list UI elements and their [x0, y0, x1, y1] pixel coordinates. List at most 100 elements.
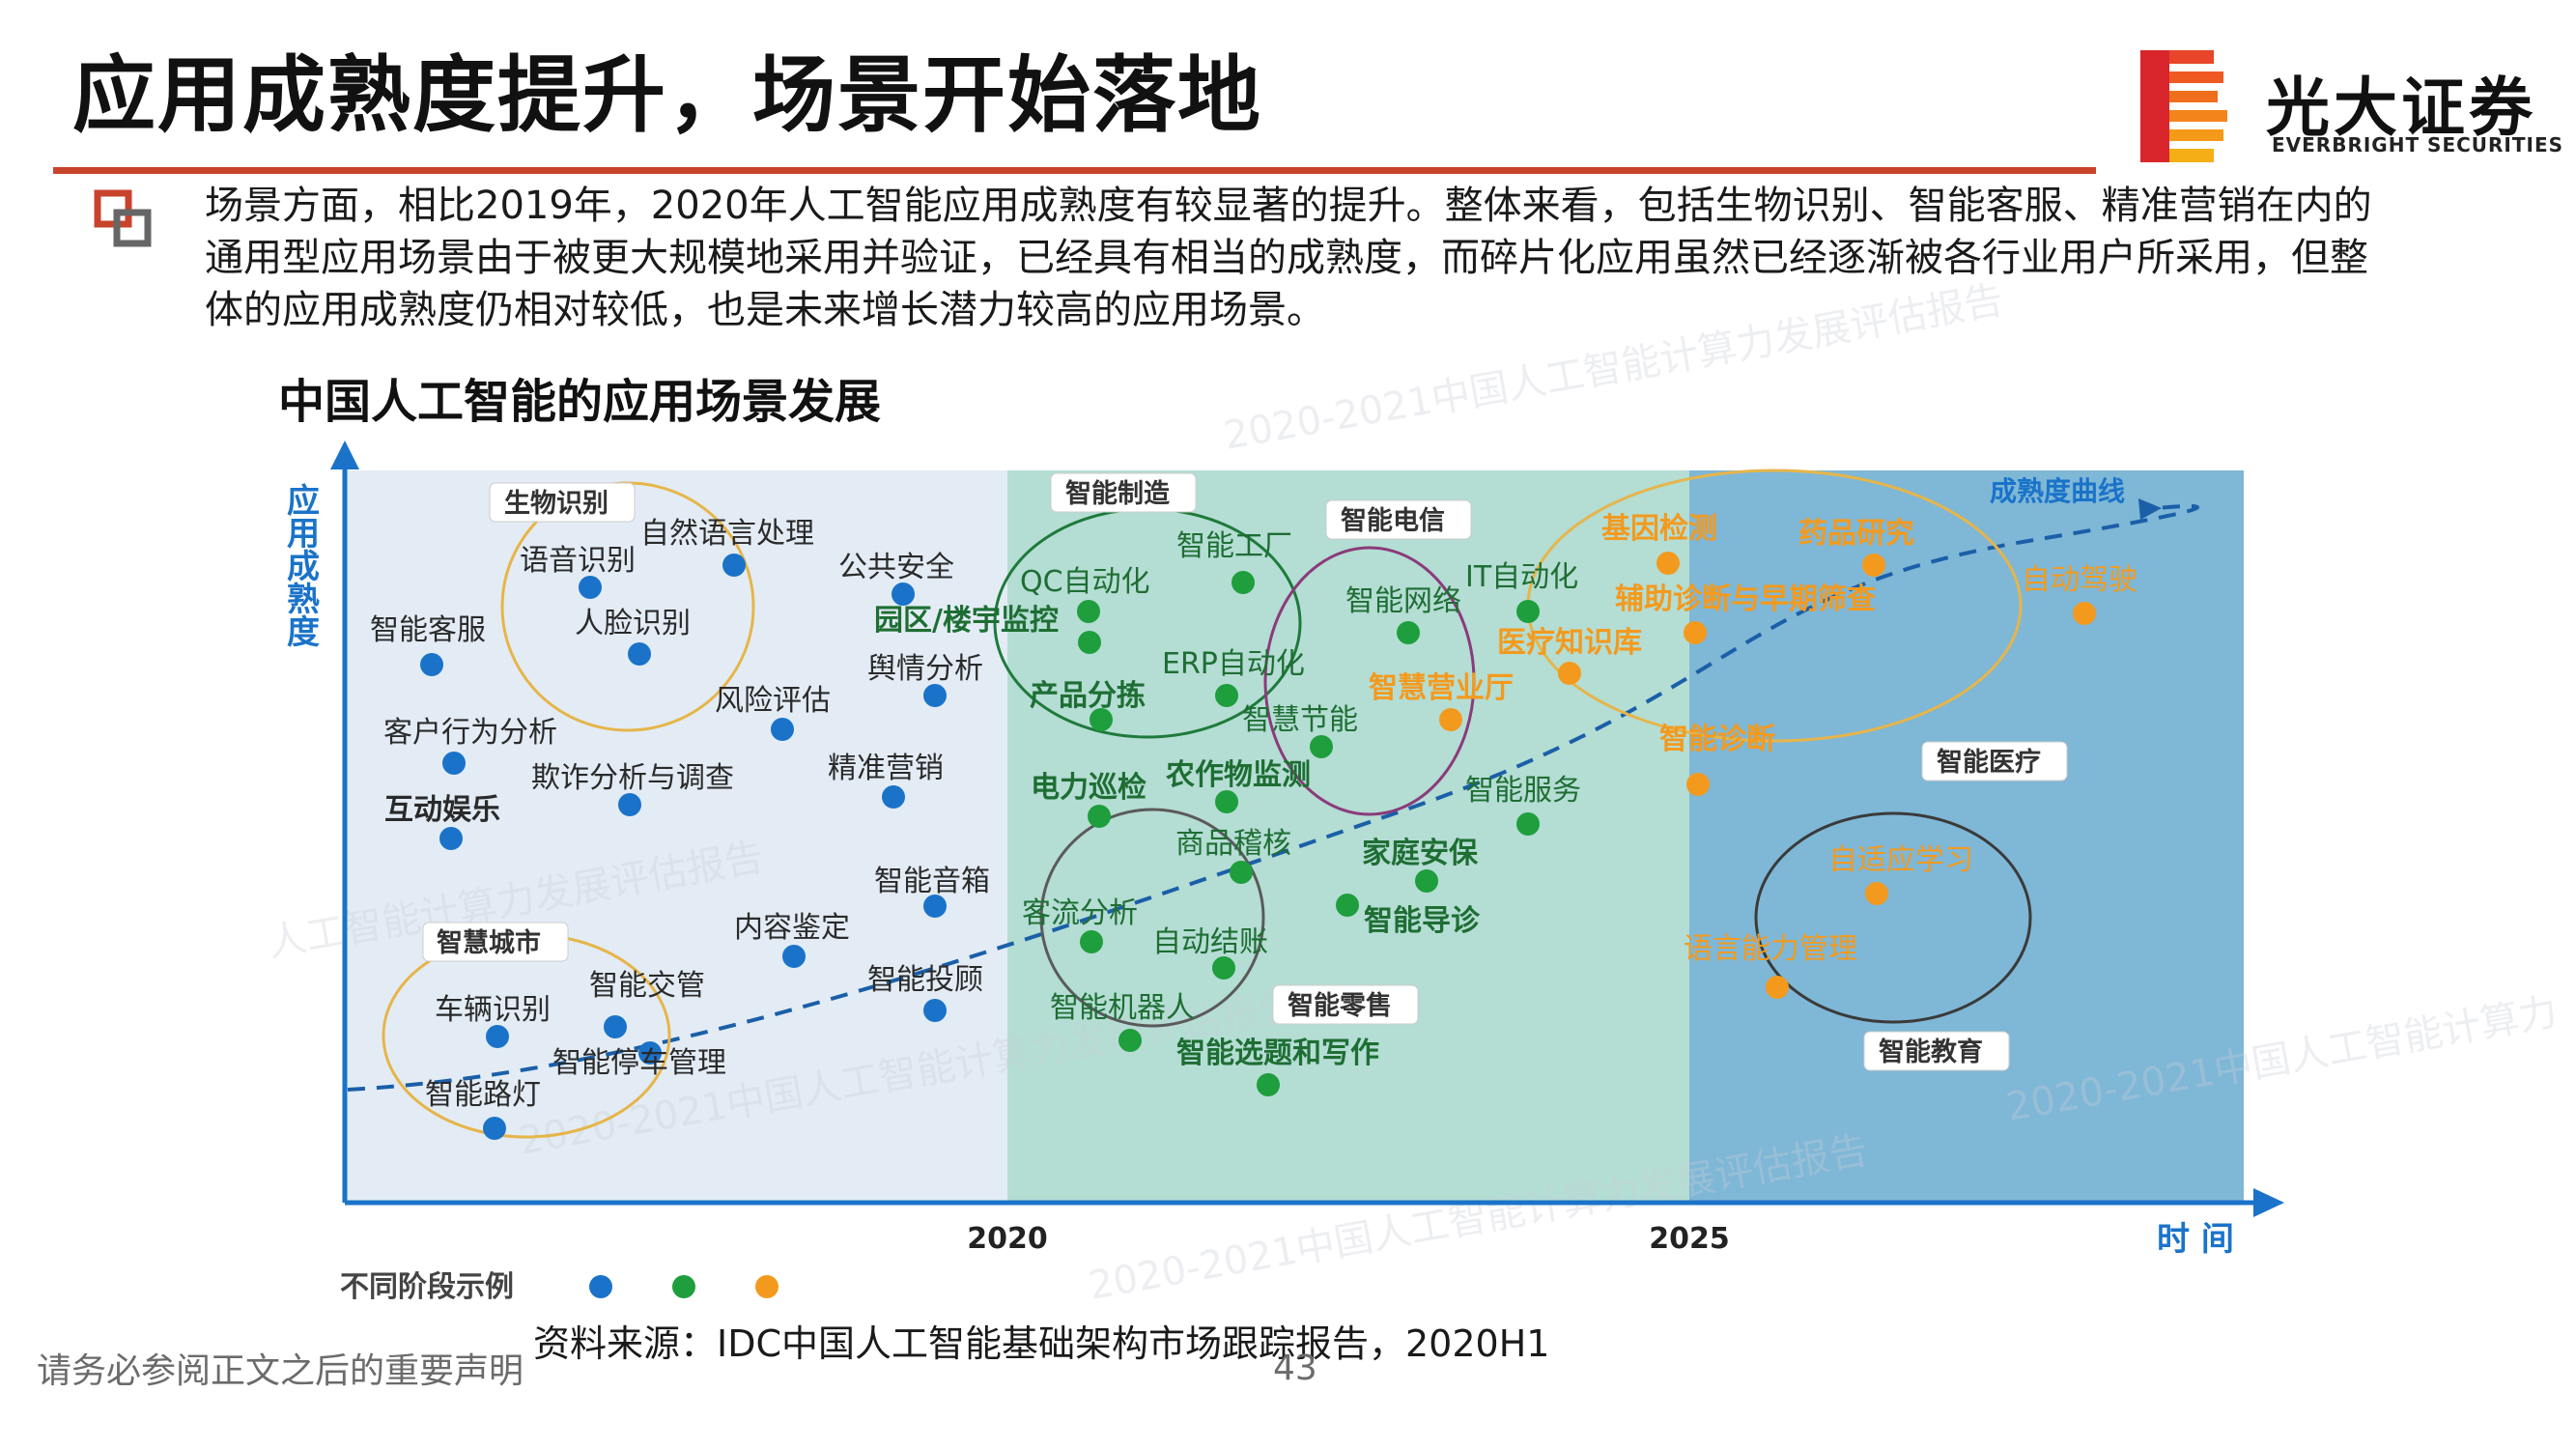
- scenario-label: 智能交管: [589, 969, 705, 1003]
- scenario-label: 智能导诊: [1364, 904, 1481, 938]
- scenario-dot: [604, 1015, 627, 1038]
- scenario-label: 智能投顾: [867, 963, 983, 997]
- zone-late-bg: [1689, 470, 2244, 1203]
- scenario-label: 智能诊断: [1659, 723, 1775, 756]
- scenario-labels: 智能客服语音识别自然语言处理人脸识别公共安全风险评估舆情分析客户行为分析欺诈分析…: [370, 512, 2137, 1112]
- group-tag-education: 智能教育: [1879, 1037, 1983, 1067]
- footer-disclaimer: 请务必参阅正文之后的重要声明: [37, 1351, 524, 1391]
- scenario-dot: [1516, 812, 1540, 836]
- group-tag-healthcare-box: [1921, 741, 2068, 781]
- group-tag-retail: 智能零售: [1288, 990, 1392, 1021]
- scenario-label: 农作物监测: [1165, 758, 1311, 792]
- scenario-label: 智能工厂: [1176, 529, 1292, 563]
- scenario-dot: [442, 752, 466, 775]
- group-tag-manufacturing: 智能制造: [1065, 478, 1170, 509]
- scenario-dot: [1686, 773, 1710, 796]
- scenario-label: 医疗知识库: [1497, 626, 1642, 660]
- scenario-label: 公共安全: [838, 551, 954, 584]
- scenario-dot: [1088, 805, 1111, 828]
- group-tag-smartcity-box: [422, 922, 569, 962]
- scenario-label: 智能客服: [370, 613, 486, 647]
- scenario-label: 精准营销: [828, 752, 944, 785]
- svg-text:成: 成: [287, 548, 320, 586]
- scenario-dot: [923, 684, 947, 707]
- scenario-label: 智慧营业厅: [1369, 671, 1514, 705]
- zone-early-bg: [346, 470, 1007, 1203]
- scenario-label: 人脸识别: [575, 607, 691, 640]
- scenario-dot: [2073, 602, 2096, 625]
- group-tag-biometric: 生物识别: [504, 489, 609, 519]
- curve-label: 成熟度曲线: [1990, 475, 2125, 507]
- group-ellipse-retail: [1039, 808, 1265, 1028]
- scenario-dot: [1230, 861, 1253, 884]
- scenario-dot: [1077, 600, 1100, 623]
- group-tag-retail-box: [1272, 984, 1419, 1025]
- curve-arrow: [2138, 498, 2162, 520]
- scenario-dot: [1310, 735, 1333, 758]
- legend-dot-stage3: [755, 1275, 778, 1298]
- source-note: 资料来源：IDC中国人工智能基础架构市场跟踪报告，2020H1: [533, 1322, 1550, 1365]
- scenario-label: 语音识别: [520, 544, 636, 578]
- x-tick-2025: 2025: [1649, 1222, 1730, 1256]
- scenario-label: 辅助诊断与早期筛查: [1615, 582, 1876, 616]
- scenario-dot: [486, 1025, 509, 1048]
- scenario-dot: [1215, 684, 1238, 707]
- svg-text:2020-2021中国人工智能计算力发展评估报告: 2020-2021中国人工智能计算力发展评估报告: [1086, 1127, 1872, 1308]
- scenario-label: 风险评估: [715, 684, 831, 718]
- group-ellipse-healthcare: [1526, 469, 2023, 743]
- scenario-dot: [1336, 894, 1359, 917]
- scenario-label: 家庭安保: [1362, 837, 1479, 870]
- group-tag-manufacturing-box: [1050, 472, 1197, 513]
- scenario-dot: [1862, 554, 1885, 577]
- maturity-curve: [347, 503, 2199, 1092]
- group-tag-healthcare: 智能医疗: [1937, 747, 2041, 778]
- x-axis-label: 时 间: [2157, 1220, 2234, 1259]
- group-tag-education-box: [1863, 1031, 2010, 1071]
- zone-mid-bg: [1007, 470, 1689, 1203]
- scenario-label: IT自动化: [1465, 560, 1578, 594]
- scenario-dot: [782, 945, 806, 968]
- scenario-dot: [1558, 662, 1581, 685]
- svg-text:2020-2021中国人工智能计算力: 2020-2021中国人工智能计算力: [2003, 989, 2561, 1130]
- scenario-label: 智能音箱: [874, 865, 990, 898]
- x-tick-2020: 2020: [967, 1222, 1048, 1256]
- scenario-dot: [892, 582, 915, 606]
- scenario-label: 自动驾驶: [2022, 563, 2137, 597]
- scenario-dot: [1257, 1073, 1280, 1096]
- page-title: 应用成熟度提升，场景开始落地: [72, 47, 1262, 144]
- group-tag-telecom: 智能电信: [1341, 505, 1445, 536]
- scenario-dot: [579, 576, 602, 599]
- scenario-dot: [1397, 621, 1420, 644]
- x-axis-arrow: [2253, 1188, 2284, 1217]
- scenario-label: 智能服务: [1465, 774, 1581, 808]
- scenario-dot: [1766, 976, 1789, 999]
- group-ellipse-education: [1754, 811, 2032, 1024]
- scenario-label: 智能机器人: [1050, 991, 1195, 1025]
- scenario-dot: [618, 793, 641, 816]
- svg-text:用: 用: [287, 515, 320, 554]
- legend-label: 不同阶段示例: [340, 1270, 514, 1304]
- watermark-group: 2020-2021中国人工智能计算力发展评估报告 2020-2021中国人工智能…: [265, 277, 2561, 1308]
- scenario-label: QC自动化: [1020, 565, 1150, 599]
- scenario-label: ERP自动化: [1162, 647, 1305, 681]
- scenario-dot: [1118, 1029, 1142, 1052]
- scenario-dot: [923, 999, 947, 1022]
- scenario-label: 商品稽核: [1175, 827, 1291, 861]
- scenario-label: 园区/楼宇监控: [874, 604, 1059, 638]
- scenario-label: 舆情分析: [867, 652, 983, 686]
- group-ellipse-smartcity: [382, 932, 671, 1139]
- everbright-logo-icon: [2140, 50, 2227, 162]
- scenario-dot: [1215, 790, 1238, 813]
- scenario-label: 药品研究: [1798, 517, 1914, 551]
- scenario-dot: [420, 653, 443, 676]
- scenario-dot: [1078, 631, 1101, 654]
- scenario-dot: [1231, 571, 1255, 594]
- scenario-dot: [1080, 930, 1103, 953]
- legend-dot-stage1: [589, 1275, 612, 1298]
- scenario-dot: [722, 554, 746, 577]
- scenario-dot: [1684, 621, 1707, 644]
- scenario-dot: [1439, 708, 1462, 731]
- group-ellipse-telecom: [1263, 546, 1476, 816]
- svg-text:人工智能计算力发展评估报告: 人工智能计算力发展评估报告: [265, 835, 767, 966]
- scenario-label: 产品分拣: [1030, 679, 1146, 713]
